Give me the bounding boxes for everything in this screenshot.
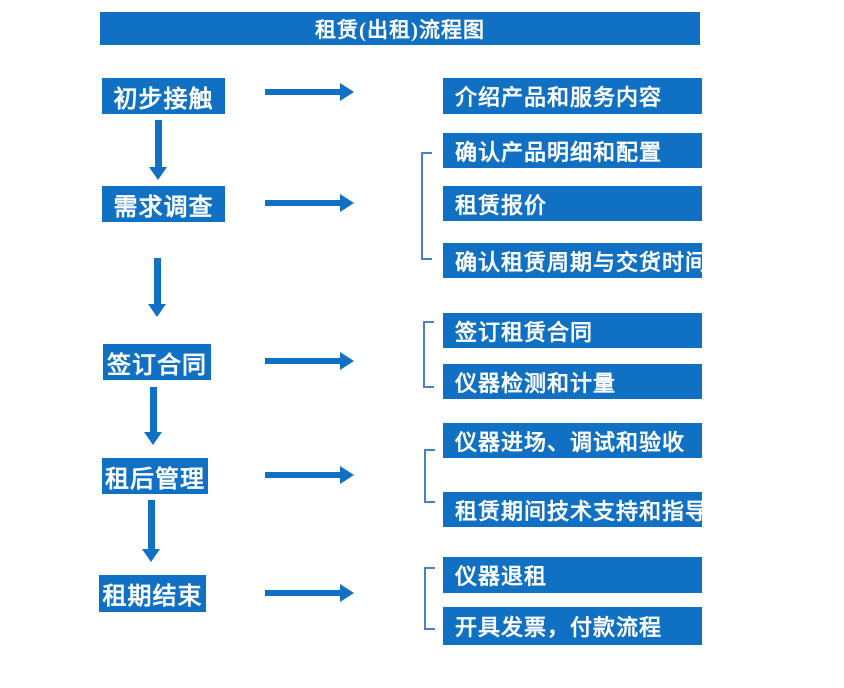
arrow-shaft — [153, 258, 161, 304]
arrow-head — [148, 304, 166, 317]
output-label: 签订租赁合同 — [455, 319, 594, 345]
arrow-shaft — [149, 387, 157, 432]
down-arrow-icon — [149, 120, 167, 180]
output-label: 租赁期间技术支持和指导 — [455, 498, 709, 524]
flowchart-title: 租赁(出租)流程图 — [315, 17, 485, 42]
arrow-head — [340, 194, 354, 212]
arrow-head — [340, 83, 354, 101]
output-box-sign-rental-contract: 签订租赁合同 — [443, 313, 702, 348]
output-box-confirm-rental-period-delivery: 确认租赁周期与交货时间 — [443, 243, 707, 278]
arrow-head — [149, 167, 167, 180]
right-arrow-icon — [265, 352, 354, 370]
arrow-head — [340, 584, 354, 602]
output-box-introduce-products-services: 介绍产品和服务内容 — [443, 78, 702, 114]
arrow-shaft — [265, 590, 340, 596]
group-bracket — [424, 567, 435, 630]
step-box-post-rental-management: 租后管理 — [102, 458, 208, 494]
output-box-invoice-payment-process: 开具发票，付款流程 — [443, 607, 702, 645]
arrow-shaft — [265, 89, 340, 95]
right-arrow-icon — [265, 194, 354, 212]
output-box-confirm-product-details: 确认产品明细和配置 — [443, 133, 702, 168]
arrow-head — [142, 549, 160, 562]
step-box-demand-survey: 需求调查 — [102, 186, 225, 222]
output-label: 确认租赁周期与交货时间 — [455, 249, 709, 275]
arrow-head — [144, 432, 162, 445]
output-label: 确认产品明细和配置 — [455, 139, 663, 165]
output-box-rental-quote: 租赁报价 — [443, 186, 702, 221]
output-label: 仪器检测和计量 — [455, 370, 617, 396]
arrow-shaft — [265, 472, 340, 478]
step-label: 租期结束 — [102, 584, 203, 610]
output-label: 开具发票，付款流程 — [455, 615, 663, 640]
arrow-shaft — [265, 200, 340, 206]
right-arrow-icon — [265, 466, 354, 484]
step-label: 签订合同 — [107, 352, 207, 379]
output-label: 仪器进场、调试和验收 — [455, 429, 686, 455]
output-label: 仪器退租 — [455, 564, 548, 589]
step-label: 需求调查 — [113, 194, 214, 221]
arrow-head — [340, 466, 354, 484]
down-arrow-icon — [148, 258, 166, 317]
arrow-shaft — [265, 358, 340, 364]
output-box-instrument-return: 仪器退租 — [443, 557, 702, 593]
group-bracket — [423, 321, 434, 388]
output-box-instrument-entry-debug-acceptance: 仪器进场、调试和验收 — [443, 423, 702, 458]
step-box-sign-contract: 签订合同 — [103, 344, 211, 380]
step-box-initial-contact: 初步接触 — [102, 78, 225, 114]
group-bracket — [424, 449, 435, 503]
down-arrow-icon — [144, 387, 162, 445]
arrow-shaft — [147, 500, 155, 549]
step-label: 初步接触 — [113, 86, 214, 113]
group-bracket — [421, 152, 432, 260]
step-box-rental-end: 租期结束 — [99, 575, 206, 612]
arrow-shaft — [154, 120, 162, 167]
output-label: 租赁报价 — [455, 192, 548, 218]
output-box-instrument-inspection-metering: 仪器检测和计量 — [443, 364, 702, 399]
right-arrow-icon — [265, 83, 354, 101]
flowchart-title-banner: 租赁(出租)流程图 — [100, 12, 700, 45]
output-box-technical-support-guidance: 租赁期间技术支持和指导 — [443, 492, 707, 527]
step-label: 租后管理 — [105, 466, 205, 493]
down-arrow-icon — [142, 500, 160, 562]
right-arrow-icon — [265, 584, 354, 602]
arrow-head — [340, 352, 354, 370]
output-label: 介绍产品和服务内容 — [455, 85, 663, 110]
